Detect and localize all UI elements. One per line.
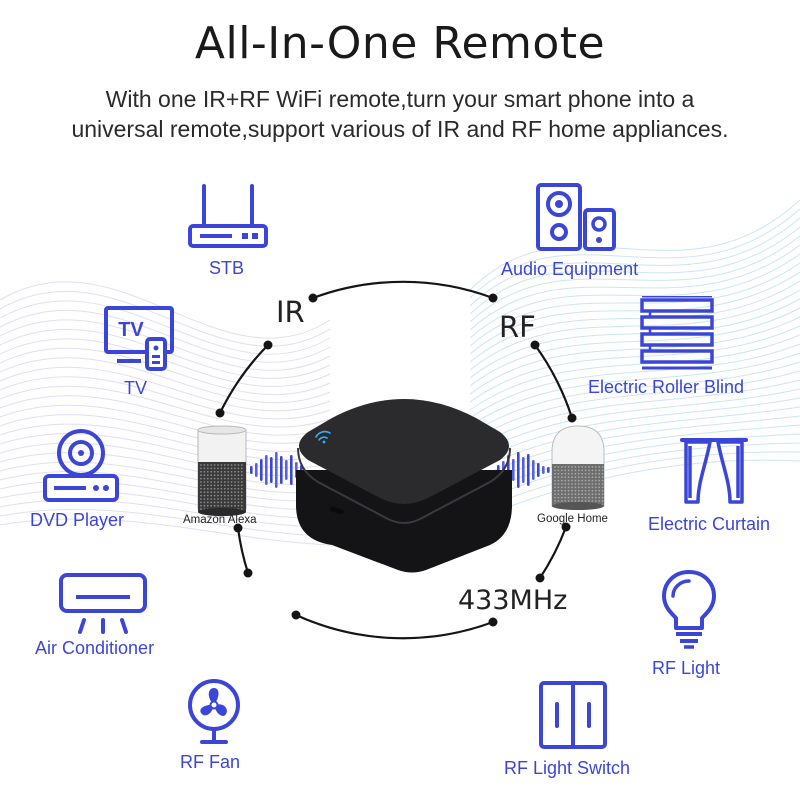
ring-arc-lower-right (539, 526, 568, 579)
roller-blind-icon (640, 296, 714, 370)
sound-wave-bar (255, 463, 258, 477)
sound-wave-bar (275, 452, 278, 488)
sound-wave-bar (270, 457, 273, 483)
light-bulb-icon (662, 570, 716, 649)
air-conditioner-icon (59, 573, 147, 634)
ring-arc-lower-left (236, 527, 250, 574)
page-title: All-In-One Remote (194, 18, 606, 69)
curtain-icon (680, 438, 748, 504)
subtitle-line-1: With one IR+RF WiFi remote,turn your sma… (105, 86, 695, 112)
ring-arc-upper-right (534, 344, 574, 419)
electric-curtain-label: Electric Curtain (648, 514, 771, 534)
dvd-player-label: DVD Player (30, 510, 125, 530)
wifi-led-icon (315, 430, 331, 444)
amazon-alexa-speaker-icon (197, 425, 247, 516)
sound-wave-bar (290, 455, 293, 485)
ir-label: IR (276, 295, 305, 329)
ir-rf-hub (296, 399, 512, 573)
fan-icon (188, 679, 240, 744)
tv-screen-text: TV (118, 319, 144, 341)
ring-arc-bottom (295, 613, 494, 640)
electric-roller-blind-label: Electric Roller Blind (588, 377, 745, 397)
right-wave-lines (469, 199, 800, 523)
sound-wave-bar (547, 467, 550, 473)
rf-light-switch-label: RF Light Switch (504, 758, 631, 778)
sound-wave-bar (532, 460, 535, 480)
google-home-speaker-icon (551, 425, 605, 510)
stb-label: STB (209, 258, 245, 278)
ring-arc-upper-left (219, 344, 269, 414)
sound-wave-bar (285, 460, 288, 480)
left-sound-wave (250, 452, 303, 488)
sound-wave-bar (527, 454, 530, 486)
amazon-alexa-label: Amazon Alexa (183, 514, 257, 526)
dvd-player-icon (43, 429, 119, 502)
sound-wave-bar (260, 459, 263, 481)
sound-wave-bar (512, 459, 515, 481)
google-home-label: Google Home (537, 513, 608, 525)
sound-wave-bar (537, 463, 540, 477)
sound-wave-bar (280, 456, 283, 484)
left-wave-lines (0, 281, 331, 546)
rf-label: RF (499, 310, 536, 344)
light-switch-icon (539, 681, 607, 749)
audio-speakers-icon (536, 183, 616, 251)
sound-wave-bar (522, 457, 525, 483)
sound-wave-bar (542, 466, 545, 474)
tv-icon: TV (104, 306, 174, 371)
sound-wave-bar (265, 455, 268, 485)
sound-wave-bar (517, 452, 520, 488)
ring-arc-top (312, 280, 494, 300)
audio-equipment-label: Audio Equipment (501, 259, 639, 279)
router-stb-icon (188, 184, 268, 248)
frequency-label: 433MHz (458, 585, 568, 616)
air-conditioner-label: Air Conditioner (35, 638, 155, 658)
subtitle-line-2: universal remote,support various of IR a… (71, 116, 729, 142)
tv-label: TV (124, 378, 148, 398)
rf-light-label: RF Light (652, 658, 721, 678)
sound-wave-bar (250, 466, 253, 474)
rf-fan-label: RF Fan (180, 752, 241, 772)
